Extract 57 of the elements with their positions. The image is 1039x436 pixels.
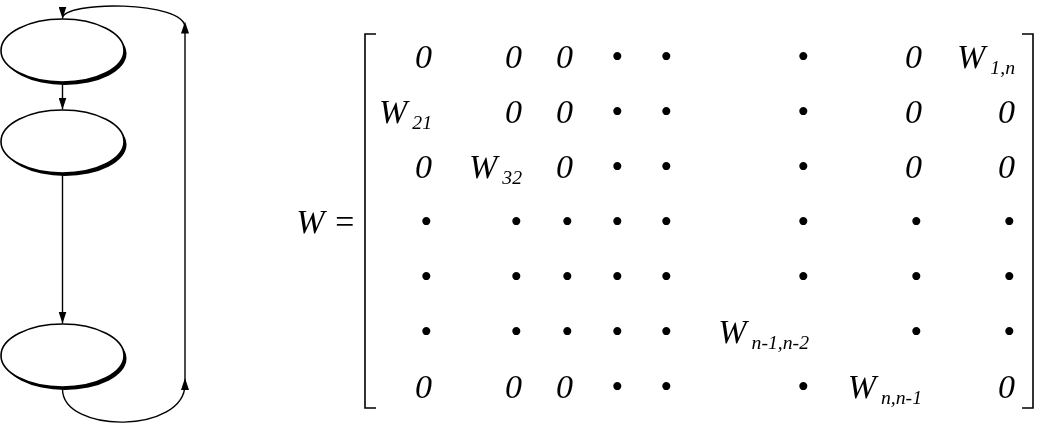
matrix-entry: • <box>611 370 623 404</box>
matrix-entry: • <box>1003 260 1015 294</box>
matrix-entry: • <box>660 95 672 129</box>
matrix-entry: • <box>420 315 432 349</box>
matrix-entry: • <box>420 205 432 239</box>
matrix-entry: • <box>420 260 432 294</box>
matrix-entry: • <box>660 150 672 184</box>
equation-lhs: W = <box>296 205 356 239</box>
matrix-entry: W$_{32}$ <box>468 150 522 184</box>
matrix-entry: W$_{21}$ <box>378 95 432 129</box>
matrix-entry: 0 <box>415 150 432 184</box>
matrix-entry: 0 <box>505 370 522 404</box>
arrow <box>58 174 67 325</box>
matrix-entry: • <box>561 205 573 239</box>
matrix-entry: • <box>611 95 623 129</box>
matrix-entry: • <box>797 370 809 404</box>
matrix-entry: 0 <box>998 95 1015 129</box>
matrix-entry: • <box>611 260 623 294</box>
matrix-entry: • <box>561 315 573 349</box>
matrix-entry: 0 <box>505 95 522 129</box>
matrix-entry: 0 <box>905 95 922 129</box>
matrix-entry: • <box>660 260 672 294</box>
matrix-entry: 0 <box>556 370 573 404</box>
matrix-entry: • <box>561 260 573 294</box>
matrix-entry: 0 <box>556 40 573 74</box>
matrix-entry: • <box>910 205 922 239</box>
matrix-entry: 0 <box>998 370 1015 404</box>
matrix-entry: 0 <box>415 40 432 74</box>
matrix-entry: • <box>611 205 623 239</box>
matrix-entry: • <box>1003 315 1015 349</box>
matrix-entry: • <box>660 40 672 74</box>
matrix-entry: • <box>797 205 809 239</box>
matrix-entry: • <box>510 315 522 349</box>
matrix-entry: • <box>611 150 623 184</box>
matrix-entry: 0 <box>905 40 922 74</box>
matrix-entry: • <box>510 205 522 239</box>
matrix-entry: • <box>797 95 809 129</box>
arrow <box>59 5 189 423</box>
arrow <box>58 83 67 111</box>
matrix-entry: 0 <box>505 40 522 74</box>
matrix-entry: 0 <box>556 150 573 184</box>
matrix-entry: 0 <box>556 95 573 129</box>
matrix-entry: • <box>797 40 809 74</box>
matrix-entry: • <box>660 370 672 404</box>
matrix-entry: • <box>660 205 672 239</box>
matrix-entry: • <box>660 315 672 349</box>
matrix-entry: • <box>797 150 809 184</box>
matrix-entry: • <box>797 260 809 294</box>
matrix-entry: • <box>611 40 623 74</box>
matrix-entry: 0 <box>905 150 922 184</box>
matrix-entry: • <box>910 260 922 294</box>
matrix-entry: • <box>1003 205 1015 239</box>
matrix-entry: • <box>611 315 623 349</box>
matrix-entry: • <box>910 315 922 349</box>
matrix-entry: 0 <box>998 150 1015 184</box>
matrix-entry: • <box>510 260 522 294</box>
matrix-entry: 0 <box>415 370 432 404</box>
